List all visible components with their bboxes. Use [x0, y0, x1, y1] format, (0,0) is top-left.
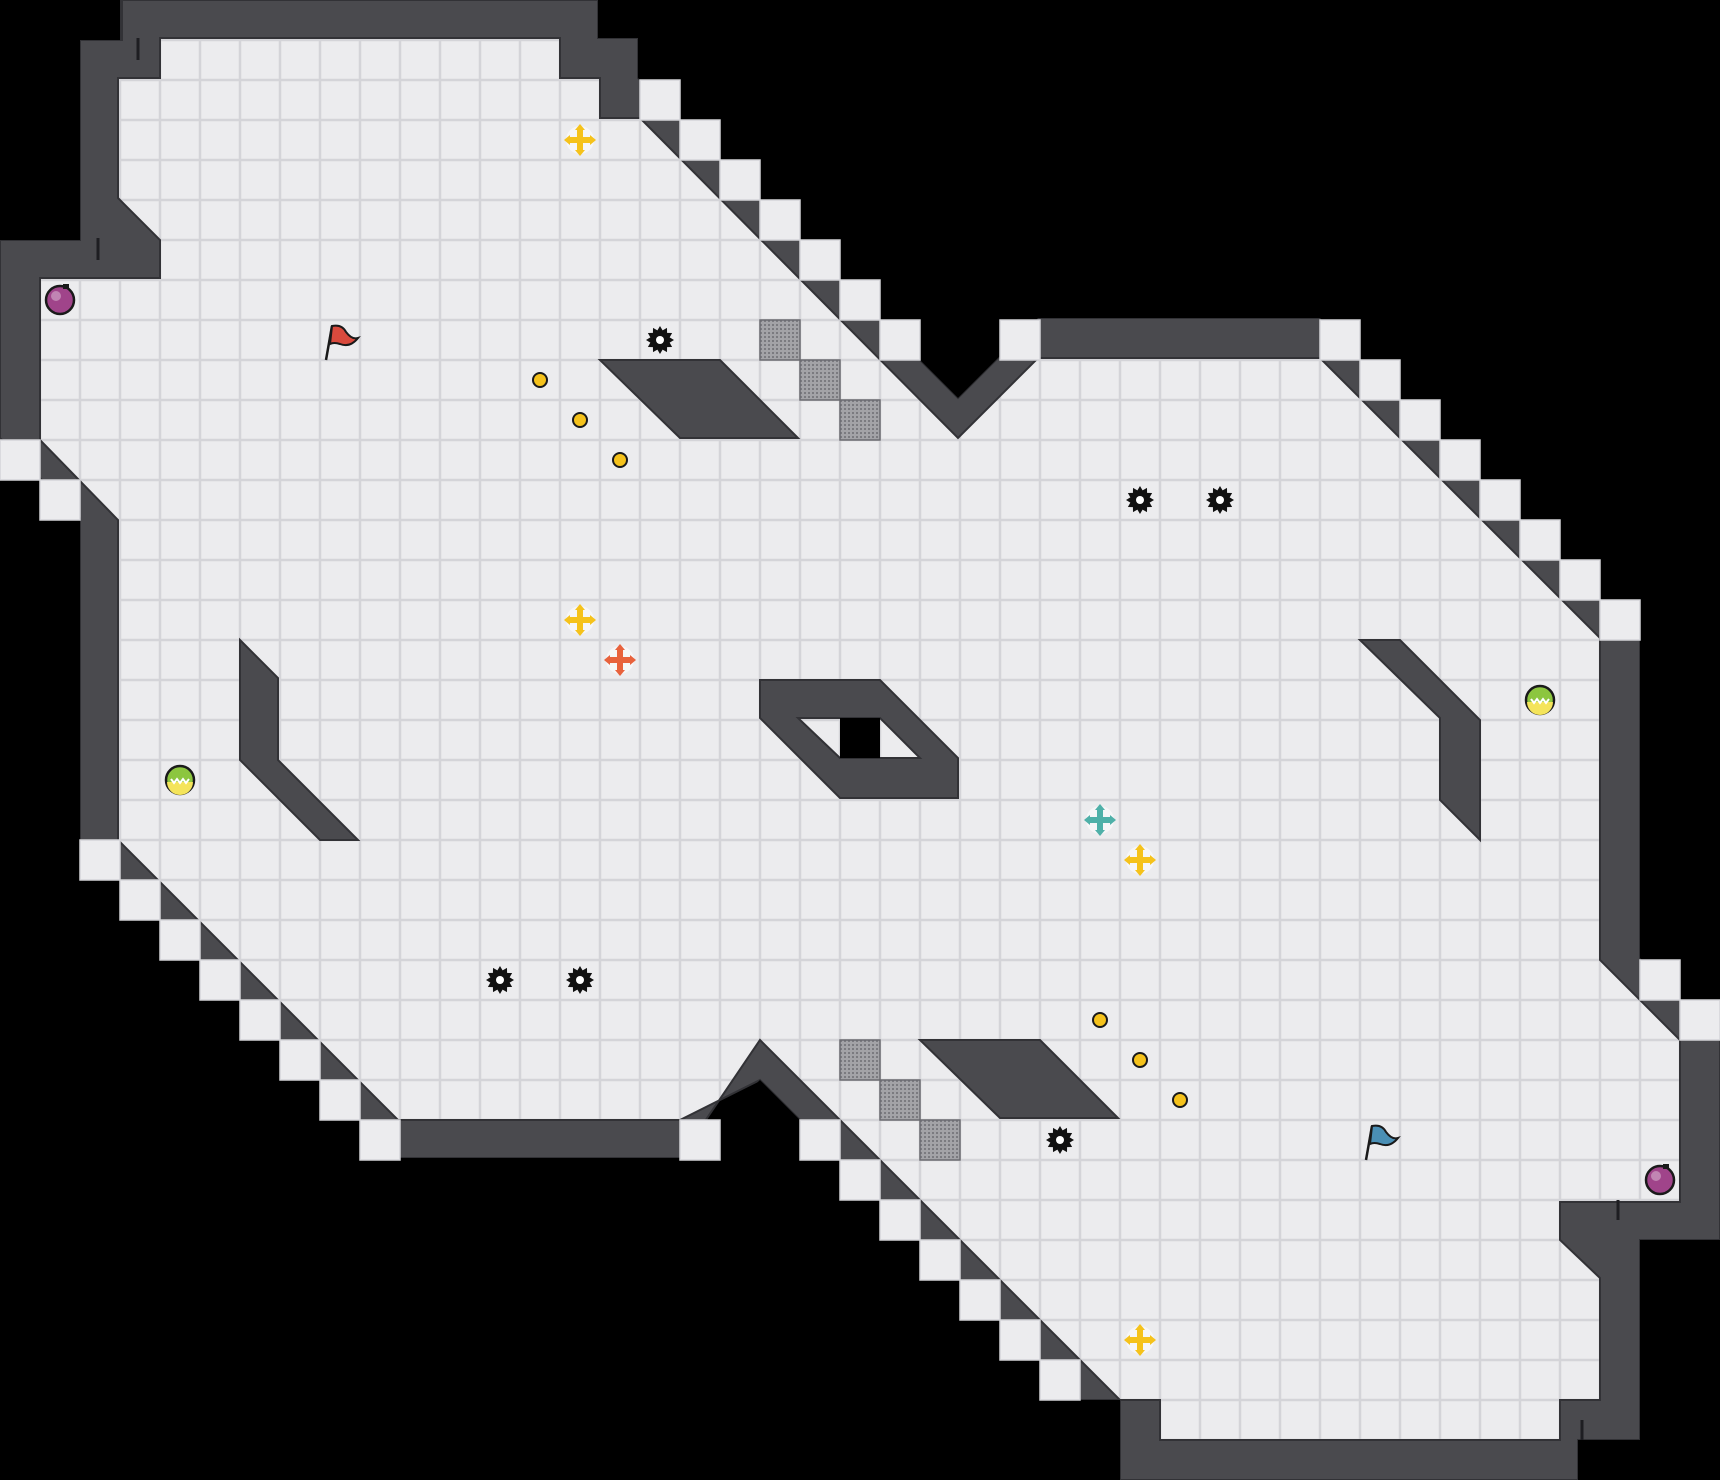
gate-tile — [919, 1119, 961, 1161]
bomb-icon — [44, 284, 76, 316]
gate-tile — [879, 1079, 921, 1121]
spike-mine-icon — [566, 966, 594, 994]
wall-hole — [840, 718, 880, 758]
flag-icon — [324, 324, 361, 361]
wall-block — [239, 637, 361, 841]
powerup-icon — [164, 764, 196, 796]
gate-tile — [839, 1039, 881, 1081]
boost-icon — [604, 644, 636, 676]
gate-tile — [839, 399, 881, 441]
wall-block — [917, 1039, 1121, 1119]
boost-icon — [1124, 844, 1156, 876]
boost-icon — [1124, 1324, 1156, 1356]
gate-tile — [799, 359, 841, 401]
wall-notches — [96, 38, 1620, 1440]
spike-mine-icon — [486, 966, 514, 994]
coin-icon — [532, 372, 548, 388]
bomb-icon — [1644, 1164, 1676, 1196]
boost-icon — [564, 124, 596, 156]
coin-icon — [572, 412, 588, 428]
spike-mine-icon — [1206, 486, 1234, 514]
interior-walls — [239, 359, 1481, 1119]
wall-block — [597, 359, 801, 439]
coin-icon — [1092, 1012, 1108, 1028]
edge-steps — [0, 79, 1720, 1401]
coin-icon — [1172, 1092, 1188, 1108]
coin-icon — [612, 452, 628, 468]
flag-icon — [1364, 1124, 1401, 1161]
spike-mine-icon — [1126, 486, 1154, 514]
spike-mine-icon — [646, 326, 674, 354]
spike-mine-icon — [1046, 1126, 1074, 1154]
boost-icon — [564, 604, 596, 636]
map-items — [44, 124, 1676, 1356]
powerup-icon — [1524, 684, 1556, 716]
coin-icon — [1132, 1052, 1148, 1068]
gate-tile — [759, 319, 801, 361]
gate-tiles — [759, 319, 961, 1161]
wall-block — [1357, 639, 1481, 843]
boost-icon — [1084, 804, 1116, 836]
